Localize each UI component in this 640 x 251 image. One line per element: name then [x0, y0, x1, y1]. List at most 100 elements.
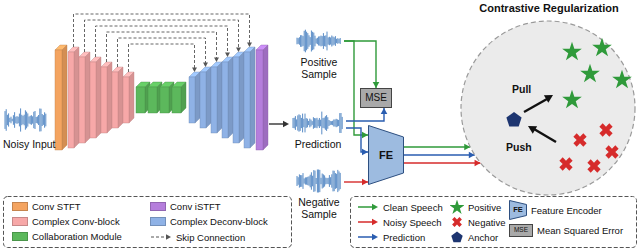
node-label: Positive Sample: [294, 56, 344, 80]
legend-entry: Negative: [450, 215, 506, 229]
negative-cross: [570, 130, 590, 150]
waveform: [297, 30, 340, 53]
layer-block: [189, 72, 200, 123]
positive-star: [592, 38, 612, 57]
connector-line: [404, 146, 470, 147]
signal-sample: Positive Sample: [294, 26, 344, 80]
encoder-icon: [510, 201, 527, 220]
block-side: [85, 52, 90, 143]
arrow-head: [192, 68, 197, 73]
arrow-head: [372, 204, 378, 211]
legend-entry: Prediction: [357, 231, 425, 243]
layer-block: [244, 47, 255, 148]
block-front: [136, 87, 145, 113]
arrow-head: [381, 108, 388, 114]
negative-cross: [596, 120, 616, 140]
legend-text: Mean Squared Error: [537, 225, 623, 236]
arrow-head: [362, 179, 368, 186]
arrow-shaft: [524, 99, 547, 112]
block-front: [101, 67, 107, 133]
skip-connections: [74, 14, 252, 72]
block-side: [195, 72, 200, 123]
legend-symbol: [450, 215, 464, 229]
arrow-line: [358, 221, 373, 223]
legend-symbol: [450, 200, 464, 214]
block-side: [250, 47, 255, 148]
icon-label: MSE: [514, 227, 528, 234]
pentagon-symbol: [451, 232, 462, 243]
icon-label: FE: [513, 206, 523, 214]
layer-block: [90, 57, 101, 138]
layer-block: [172, 82, 186, 113]
legend-text: Complex Deconv-block: [170, 216, 268, 227]
legend-entry: Conv STFT: [12, 201, 81, 212]
loss-icon: [510, 225, 533, 237]
star-symbol: [450, 200, 464, 214]
node-label: Prediction: [290, 138, 346, 150]
feature-space-outline: [461, 21, 635, 195]
legend-entry: Feature Encoder: [509, 200, 602, 220]
legend-text: Complex Conv-block: [32, 216, 120, 227]
legend-text: Clean Speech: [383, 202, 443, 213]
skip-line: [74, 14, 250, 47]
block-front: [123, 77, 129, 123]
block-side: [228, 57, 233, 138]
pull-arrow: [524, 95, 553, 112]
legend-entry: Skip Connection: [150, 231, 245, 243]
waveform: [293, 112, 342, 135]
legend-symbol: [357, 231, 379, 243]
block-side: [74, 47, 79, 148]
legend-text: Positive: [468, 202, 501, 213]
negative-cross: [556, 154, 576, 174]
color-swatch: [12, 202, 28, 211]
block-front: [200, 72, 206, 128]
arrow-line: [358, 236, 373, 238]
layer-block: [112, 67, 123, 128]
legend-text: Noisy Speech: [383, 217, 442, 228]
loss-box: MSE: [360, 88, 392, 108]
block-side: [96, 57, 101, 138]
block-front: [160, 87, 169, 113]
signal-sample: Negative Sample: [294, 166, 344, 220]
arrow-head: [362, 132, 368, 139]
negative-cross: [602, 142, 622, 162]
block-front: [233, 57, 239, 143]
arrow-head: [214, 58, 219, 63]
connector-line: [344, 41, 376, 88]
legend-symbol: [150, 231, 172, 243]
block-side: [181, 82, 186, 113]
connector-line: [346, 108, 384, 121]
feature-space-shape: [458, 0, 640, 198]
connector-line: [404, 154, 475, 155]
block-side: [206, 67, 211, 128]
block-side: [239, 52, 244, 143]
legend-text: Conv STFT: [32, 201, 81, 212]
legend-entry: Conv iSTFT: [150, 201, 221, 212]
positive-star: [580, 64, 600, 83]
node-label: Negative Sample: [294, 196, 344, 220]
color-swatch: [12, 217, 28, 226]
legend-text: Skip Connection: [176, 232, 245, 243]
legend-entry: Anchor: [450, 230, 498, 244]
legend-entry: Complex Deconv-block: [150, 216, 268, 227]
skip-line: [85, 20, 239, 52]
arrow-head: [247, 43, 252, 48]
legend-entry: Collaboration Module: [12, 231, 122, 242]
block-side: [118, 67, 123, 128]
layer-block: [101, 62, 112, 133]
arrow-head: [236, 48, 241, 53]
block-side: [217, 62, 222, 133]
arrow-shaft: [534, 129, 556, 142]
node-label: FE: [379, 149, 393, 162]
positive-star: [562, 90, 582, 109]
signal-connector: [404, 144, 470, 151]
dashed-line: [151, 237, 166, 238]
force-label: Push: [506, 141, 532, 153]
unet-network: [5, 14, 289, 150]
force-label: Pull: [512, 83, 531, 95]
skip-line: [129, 44, 195, 72]
block-side: [107, 62, 112, 133]
waveform: [297, 170, 340, 193]
layer-block: [211, 62, 222, 133]
